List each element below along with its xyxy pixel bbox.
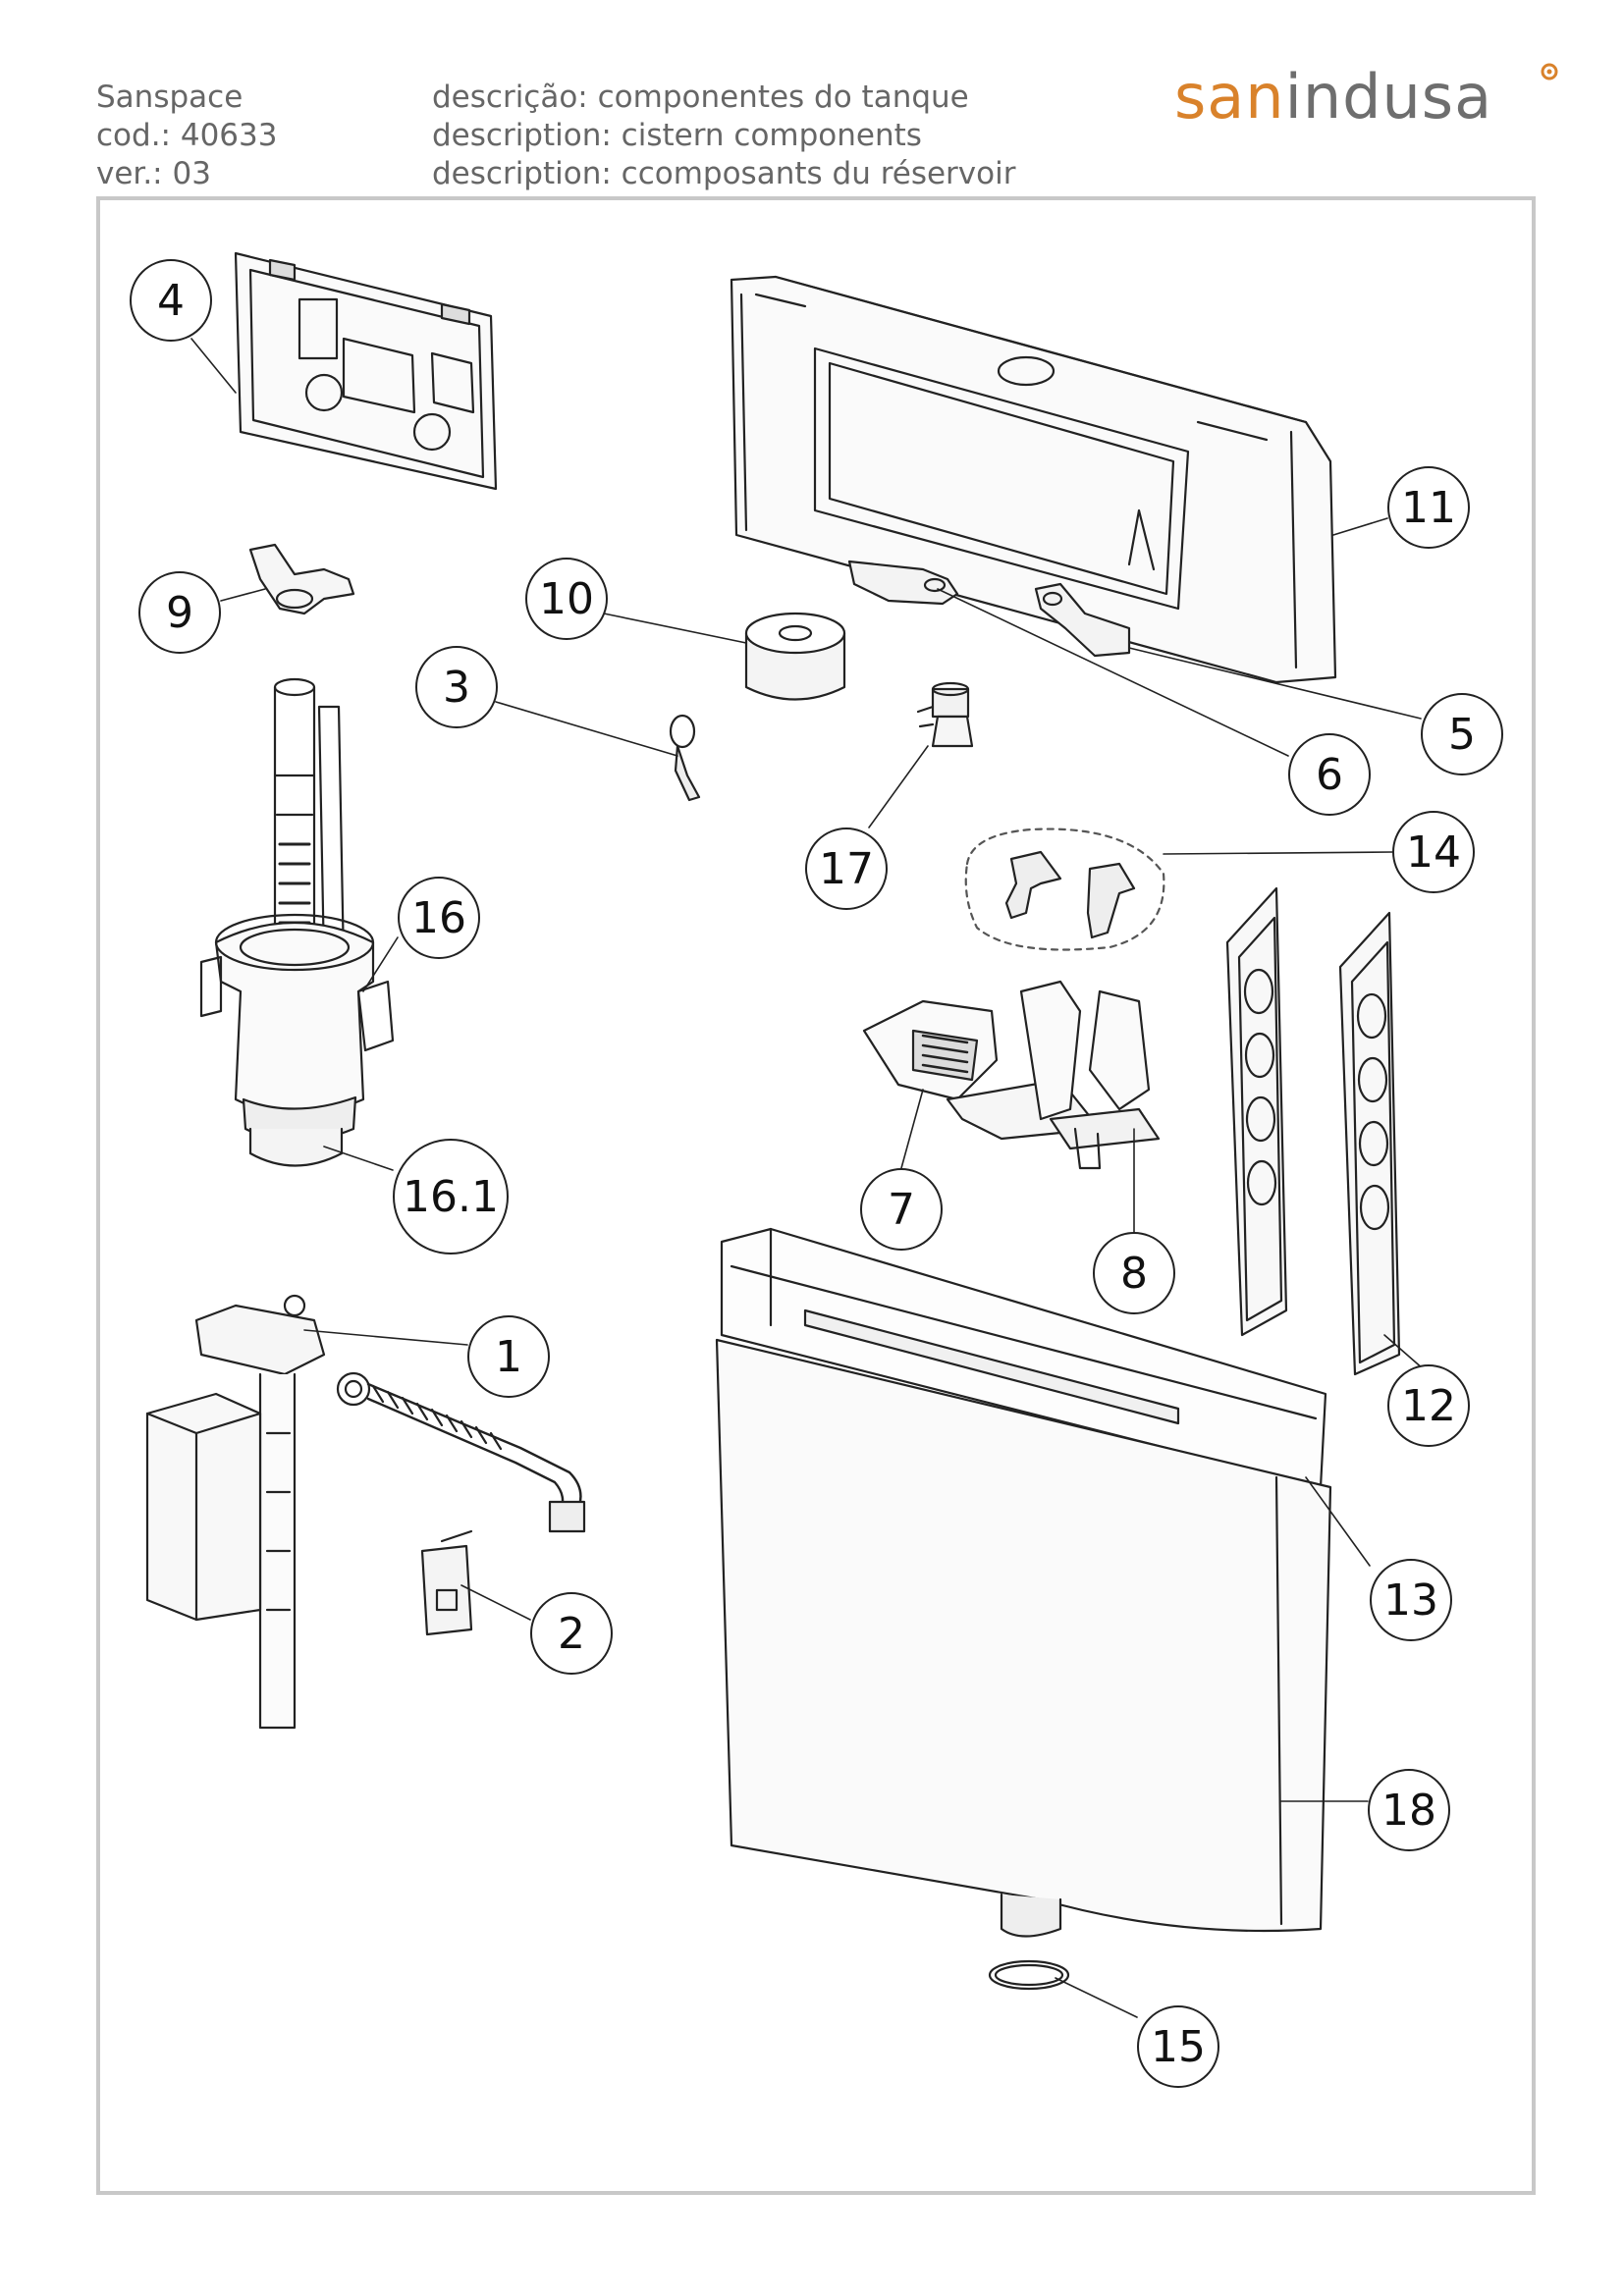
callout-4: 4 (130, 259, 212, 342)
part-5-clip (1034, 582, 1131, 658)
part-2-clip (420, 1529, 473, 1636)
callout-11: 11 (1387, 466, 1470, 549)
callout-5: 5 (1421, 693, 1503, 775)
callout-18: 18 (1368, 1769, 1450, 1851)
part-15-seal (988, 1959, 1070, 1991)
callout-15: 15 (1137, 2005, 1219, 2088)
drawing-frame (96, 196, 1536, 2195)
part-12-legs (1225, 886, 1401, 1376)
callout-8: 8 (1093, 1232, 1175, 1314)
callout-9: 9 (138, 571, 221, 654)
part-4-plate-bracket (234, 251, 498, 491)
brand-logo: sanindusa (1174, 61, 1492, 133)
description-en: description: cistern components (432, 118, 922, 153)
callout-1: 1 (467, 1315, 550, 1398)
brand-mark-icon (1541, 63, 1558, 80)
callout-16: 16 (398, 877, 480, 959)
header-descriptions: descrição: componentes do tanque descrip… (432, 79, 1015, 193)
description-fr: description: ccomposants du réservoir (432, 156, 1016, 191)
part-3-clamp (669, 714, 701, 802)
part-1-fill-valve (145, 1294, 586, 1730)
part-14-levers (964, 828, 1165, 951)
part-7-8-actuator (862, 980, 1161, 1170)
part-17-valve (916, 681, 974, 748)
description-pt: descrição: componentes do tanque (432, 80, 969, 115)
callout-17: 17 (805, 828, 888, 910)
part-11-frame-top (730, 275, 1337, 684)
callout-7: 7 (860, 1168, 943, 1251)
brand-logo-san: san (1174, 61, 1285, 133)
callout-10: 10 (525, 558, 608, 640)
part-18-cistern (715, 1227, 1332, 1938)
part-10-ring (744, 612, 846, 701)
product-name: Sanspace (96, 80, 244, 115)
callout-12: 12 (1387, 1364, 1470, 1447)
product-code: cod.: 40633 (96, 118, 278, 153)
part-6-clip (847, 560, 959, 606)
part-16-flush-valve (199, 677, 395, 1143)
header-left: Sanspace cod.: 40633 ver.: 03 (96, 79, 277, 193)
callout-16-1: 16.1 (393, 1139, 509, 1255)
brand-logo-indusa: indusa (1284, 61, 1493, 133)
callout-2: 2 (530, 1592, 613, 1675)
callout-13: 13 (1370, 1559, 1452, 1641)
part-16-1-seal (248, 1127, 344, 1167)
callout-6: 6 (1288, 733, 1371, 816)
callout-14: 14 (1392, 811, 1475, 893)
callout-3: 3 (415, 646, 498, 728)
leader-lines (190, 338, 1425, 2018)
part-9-clip (248, 543, 355, 615)
product-version: ver.: 03 (96, 156, 211, 191)
